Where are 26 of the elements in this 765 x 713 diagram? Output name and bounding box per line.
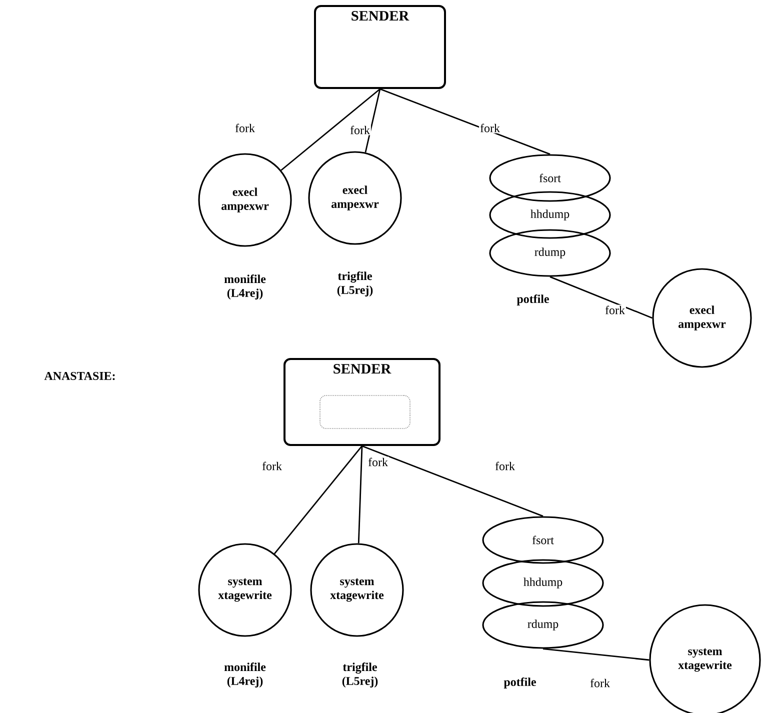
file-label: trigfile (L5rej): [342, 662, 378, 688]
connector-line: [280, 88, 380, 171]
edge-label: fork: [261, 460, 283, 472]
file-label: potfile: [516, 294, 549, 306]
file-label: monifile (L4rej): [224, 274, 266, 300]
file-label: trigfile (L5rej): [337, 272, 373, 296]
connector-line: [380, 88, 550, 155]
edge-label: fork: [479, 122, 501, 134]
edge-label: fork: [349, 124, 371, 136]
process-box: SENDER: [284, 358, 440, 446]
dotted-box: [320, 395, 410, 429]
edge-label: fork: [367, 456, 389, 468]
connector-line: [358, 446, 363, 544]
section-heading: ANASTASIE:: [44, 372, 115, 380]
connector-line: [550, 276, 652, 319]
file-label: monifile (L4rej): [224, 662, 266, 688]
connector-line: [542, 648, 650, 661]
edge-label: fork: [589, 678, 611, 688]
file-label: potfile: [504, 678, 536, 688]
edge-label: fork: [234, 122, 256, 134]
edge-label: fork: [604, 304, 626, 316]
connector-line: [362, 445, 544, 517]
process-box: SENDER: [314, 5, 446, 89]
connector-line: [274, 446, 363, 554]
edge-label: fork: [494, 460, 516, 472]
connector-line: [364, 88, 381, 153]
